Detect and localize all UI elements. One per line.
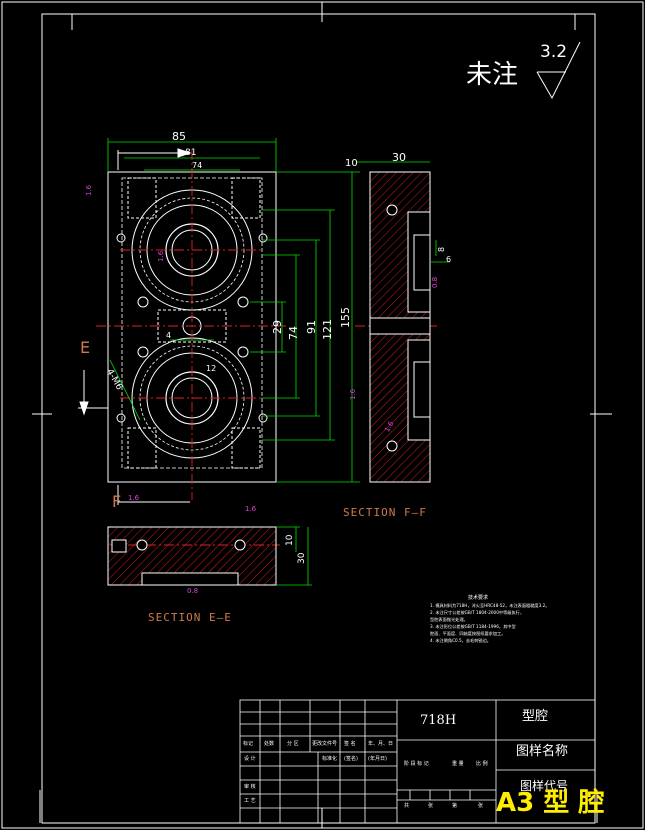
roughness-mark-1: 1.6 [85,184,93,196]
default-roughness-symbol [536,41,581,100]
tb-left-row: 工 艺 [244,798,256,804]
dim-top-85: 85 [172,130,186,143]
section-cut-markers [78,148,192,505]
roughness-mark-5: 0.8 [187,587,199,595]
tb-left-row: 审 核 [244,784,256,790]
dim-v-29: 29 [271,320,284,334]
dim-v-74: 74 [287,326,300,340]
tb-sheet-cell: 张 [478,803,484,809]
dim-v-91: 91 [305,320,318,334]
dim-ee-30: 30 [297,552,307,564]
tb-row-header: 分 区 [287,741,299,747]
tb-mid-label: 标准化 [322,756,338,762]
plan-dimension-lines [107,138,360,483]
drawing-name-label: 图样名称 [516,744,569,759]
section-ff-dimension-lines [356,161,450,263]
drawing-code-label: 图样代号 [520,779,569,793]
roughness-mark-2: 1.6 [128,494,140,502]
tb-mid-label: (签名) [344,756,358,762]
tb-stage-header: 比 例 [476,761,488,767]
tech-note-line: 型腔表面抛光处理。 [430,617,468,622]
tb-row-header: 处数 [264,741,275,747]
section-ee-view [107,526,277,586]
tb-row-header: 标记 [243,741,254,747]
section-ff-view [369,171,431,483]
roughness-mark-7: 1.6 [157,250,165,262]
tb-sheet-cell: 张 [428,803,434,809]
dim-v-155: 155 [339,307,352,328]
dim-h-12: 12 [206,364,217,373]
dim-side-10: 10 [345,158,358,169]
section-ee-dimension-lines [276,526,312,586]
cut-label-f: F [112,492,122,511]
tech-note-line: 腔面、平面度、同轴度按图纸要求加工。 [430,631,506,636]
tb-left-row: 设 计 [244,756,256,762]
roughness-mark-3: 1.6 [245,505,257,513]
tb-row-header: 签 名 [344,741,356,747]
tb-row-header: 更改文件号 [312,741,338,747]
tb-row-header: 年、月、日 [368,741,394,747]
tech-note-line: 1. 模具材料为718H，淬火至HRC48-52，未注表面粗糙度3.2。 [430,603,550,608]
section-ff-label: SECTION F—F [343,506,427,519]
tech-note-line: 2. 未注尺寸公差按GB/T 1804-2000中等级执行， [430,610,525,615]
roughness-mark-6: 0.8 [431,276,439,288]
roughness-mark-4: 1.6 [349,388,357,400]
dim-side-8: 8 [437,246,446,252]
tb-mid-label: (年月日) [368,756,387,762]
dim-v-121: 121 [321,319,334,340]
dim-top-81: 81 [185,148,197,158]
cut-label-e: E [80,338,91,357]
tb-stage-header: 阶 段 标 记 [404,761,429,767]
section-ee-label: SECTION E—E [148,611,232,624]
dim-ee-10: 10 [285,534,295,546]
tb-sheet-cell: 共 [404,803,410,809]
dim-top-74: 74 [192,161,203,170]
material-cell: 718H [420,713,457,728]
tb-sheet-cell: 第 [452,803,458,809]
dim-side-30: 30 [392,151,406,164]
technical-requirements: 技术要求 1. 模具材料为718H，淬火至HRC48-52，未注表面粗糙度3.2… [430,595,600,644]
roughness-header-value: 3.2 [540,42,568,62]
roughness-header-text: 未注 [466,60,519,90]
sheet-format-stamp: A3 型 腔 [496,788,605,818]
dim-h-4: 4 [166,331,172,340]
title-block-grid [239,699,596,824]
tech-notes-title: 技术要求 [468,595,489,601]
tb-stage-header: 重 量 [452,761,464,767]
centering-marks [32,2,612,828]
tech-note-line: 4. 未注倒角C0.5，去毛刺锐边。 [430,638,491,643]
part-name-cell: 型腔 [522,709,549,724]
dim-side-6: 6 [446,255,452,264]
tech-note-line: 3. 未注形位公差按GB/T 1184-1996，其中型 [430,624,516,629]
